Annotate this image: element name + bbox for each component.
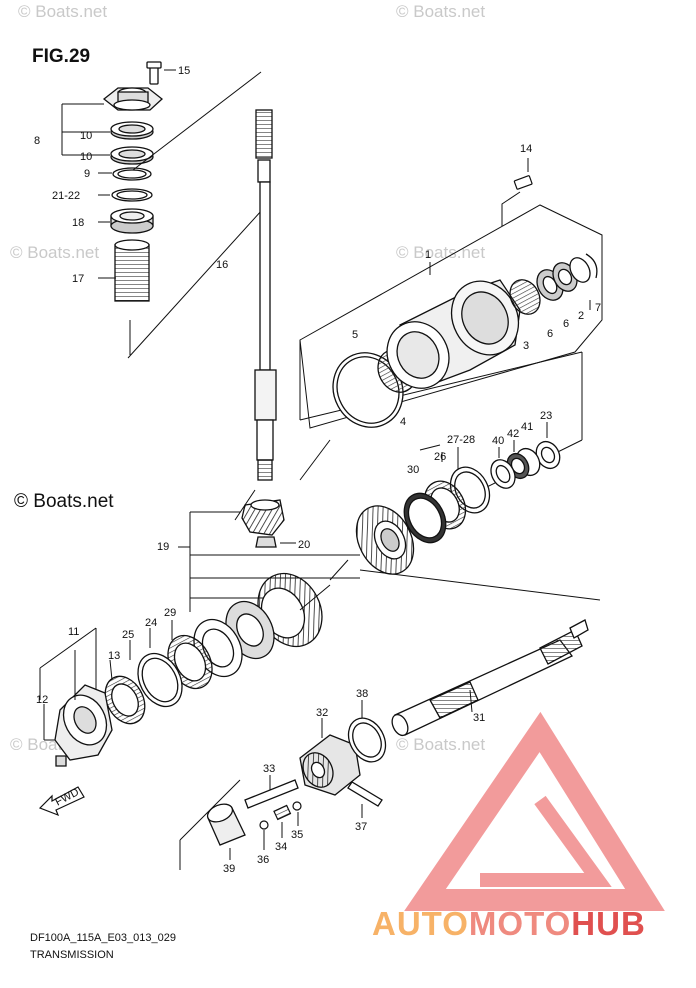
part-label: 13 bbox=[108, 650, 120, 662]
clutch-dog bbox=[299, 734, 361, 796]
part-label: 6 bbox=[563, 318, 569, 330]
drive-shaft bbox=[254, 109, 277, 481]
part-label: 15 bbox=[178, 65, 190, 77]
part-label: 24 bbox=[145, 617, 157, 629]
drawing-code: DF100A_115A_E03_013_029 bbox=[30, 932, 176, 944]
part-label: 8 bbox=[34, 135, 40, 147]
part-label: 31 bbox=[473, 712, 485, 724]
part-label: 23 bbox=[540, 410, 552, 422]
part-label: 10 bbox=[80, 151, 92, 163]
automotohub-logo bbox=[404, 711, 665, 911]
copyright-text: © Boats.net bbox=[14, 491, 114, 512]
part-label: 34 bbox=[275, 841, 287, 853]
part-label: 30 bbox=[407, 464, 419, 476]
part-label: 21-22 bbox=[52, 190, 80, 202]
reverse-gear-bearings bbox=[355, 440, 561, 575]
propeller-shaft-housing bbox=[332, 253, 598, 428]
part-label: 27-28 bbox=[447, 434, 475, 446]
bearing-stack-group bbox=[102, 61, 164, 302]
brand-hub: HUB bbox=[571, 905, 646, 942]
watermark: © Boats.net bbox=[396, 243, 485, 262]
part-label: 35 bbox=[291, 829, 303, 841]
part-label: 42 bbox=[507, 428, 519, 440]
push-rod bbox=[244, 779, 299, 809]
part-label: 2 bbox=[578, 310, 584, 322]
brand-logo-text: AUTOMOTOHUB bbox=[372, 905, 646, 942]
watermark: © Boats.net bbox=[396, 735, 485, 754]
part-label: 29 bbox=[164, 607, 176, 619]
bolt-14 bbox=[513, 175, 533, 190]
watermark: © Boats.net bbox=[10, 243, 99, 262]
part-label: 17 bbox=[72, 273, 84, 285]
spring-and-balls bbox=[259, 801, 302, 830]
part-label: 19 bbox=[157, 541, 169, 553]
forward-gear-set bbox=[54, 572, 323, 767]
part-label: 32 bbox=[316, 707, 328, 719]
part-label: 3 bbox=[523, 340, 529, 352]
part-label: 14 bbox=[520, 143, 532, 155]
part-label: 11 bbox=[68, 626, 79, 638]
part-label: 18 bbox=[72, 217, 84, 229]
watermark: © Boats.net bbox=[18, 2, 107, 21]
brand-moto: MOTO bbox=[469, 905, 571, 942]
drawing-title: TRANSMISSION bbox=[30, 949, 114, 961]
part-label: 36 bbox=[257, 854, 269, 866]
fwd-direction-arrow: FWD bbox=[38, 786, 85, 817]
part-label: 5 bbox=[352, 329, 358, 341]
part-label: 33 bbox=[263, 763, 275, 775]
part-label: 7 bbox=[595, 302, 601, 314]
part-labels: 15 8 10 10 9 21-22 18 17 16 14 1 5 4 3 6… bbox=[34, 65, 601, 875]
part-label: 16 bbox=[216, 259, 228, 271]
pinion-gear bbox=[241, 499, 285, 548]
propeller-shaft bbox=[391, 619, 589, 737]
part-label: 1 bbox=[425, 249, 431, 261]
part-label: 20 bbox=[298, 539, 310, 551]
part-label: 41 bbox=[521, 421, 533, 433]
part-label: 26 bbox=[434, 451, 446, 463]
figure-title: FIG.29 bbox=[32, 46, 90, 67]
part-label: 9 bbox=[84, 168, 90, 180]
watermark: © Boats.net bbox=[396, 2, 485, 21]
part-label: 37 bbox=[355, 821, 367, 833]
part-label: 38 bbox=[356, 688, 368, 700]
part-label: 25 bbox=[122, 629, 134, 641]
sleeve bbox=[206, 803, 246, 846]
part-label: 10 bbox=[80, 130, 92, 142]
part-label: 4 bbox=[400, 416, 406, 428]
part-label: 40 bbox=[492, 435, 504, 447]
part-label: 6 bbox=[547, 328, 553, 340]
cross-pin bbox=[347, 781, 383, 807]
ring-38 bbox=[347, 717, 387, 763]
brand-auto: AUTO bbox=[372, 905, 469, 942]
part-label: 39 bbox=[223, 863, 235, 875]
part-label: 12 bbox=[36, 694, 48, 706]
